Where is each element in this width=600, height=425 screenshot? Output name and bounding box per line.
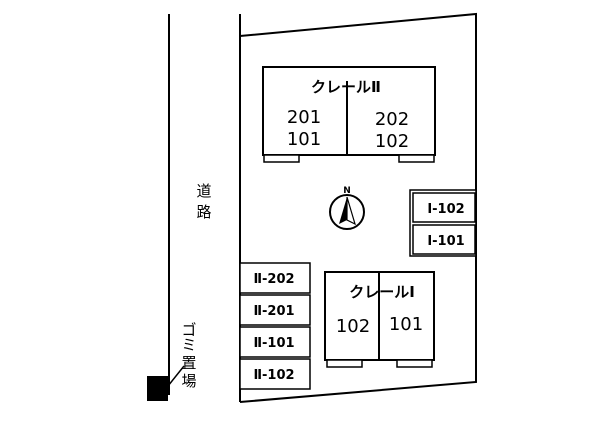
unit-202: 202 — [375, 109, 409, 130]
garbage-label-4: 場 — [181, 372, 196, 390]
garbage-label-3: 置 — [181, 354, 196, 372]
parking-label-ii-201: Ⅱ-201 — [253, 304, 294, 319]
road-label-2: 路 — [196, 203, 211, 221]
garbage-station-icon — [147, 376, 168, 401]
road-label-1: 道 — [196, 182, 211, 200]
building-i-entrance-left — [326, 359, 363, 368]
parking-label-ii-101: Ⅱ-101 — [253, 336, 294, 351]
unit-101: 101 — [287, 129, 321, 150]
unit-201: 201 — [287, 107, 321, 128]
parking-slot-i-102 — [412, 192, 476, 223]
parking-left: Ⅱ-202 Ⅱ-201 Ⅱ-101 Ⅱ-102 — [239, 262, 311, 390]
building-i-entrance-right — [396, 359, 433, 368]
parking-slot-ii-201 — [239, 294, 311, 326]
garbage-label-1: ゴ — [181, 321, 196, 339]
building-ii-entrance-right — [398, 154, 435, 163]
garbage-pointer-line — [167, 365, 185, 387]
building-ii-entrance-left — [263, 154, 300, 163]
parking-right: Ⅰ-102 Ⅰ-101 — [409, 189, 477, 257]
building-ii-name: クレールⅡ — [311, 78, 381, 96]
building-i-name: クレールⅠ — [349, 283, 415, 301]
parking-slot-ii-102 — [239, 358, 311, 390]
unit-102: 102 — [375, 131, 409, 152]
parking-label-i-102: Ⅰ-102 — [427, 202, 464, 217]
parking-slot-ii-101 — [239, 326, 311, 358]
north-compass-icon: N — [329, 186, 365, 230]
parking-label-ii-202: Ⅱ-202 — [253, 272, 294, 287]
building-ii: クレールⅡ 201 101 202 102 — [262, 66, 436, 163]
garbage-label-2: ミ — [181, 336, 196, 354]
unit-i-101: 101 — [389, 314, 423, 335]
parking-label-i-101: Ⅰ-101 — [427, 234, 464, 249]
unit-i-102: 102 — [336, 316, 370, 337]
building-i: クレールⅠ 102 101 — [324, 271, 435, 368]
parking-slot-i-101 — [412, 224, 476, 255]
parking-label-ii-102: Ⅱ-102 — [253, 368, 294, 383]
parking-slot-ii-202 — [239, 262, 311, 294]
compass-letter: N — [343, 186, 351, 196]
